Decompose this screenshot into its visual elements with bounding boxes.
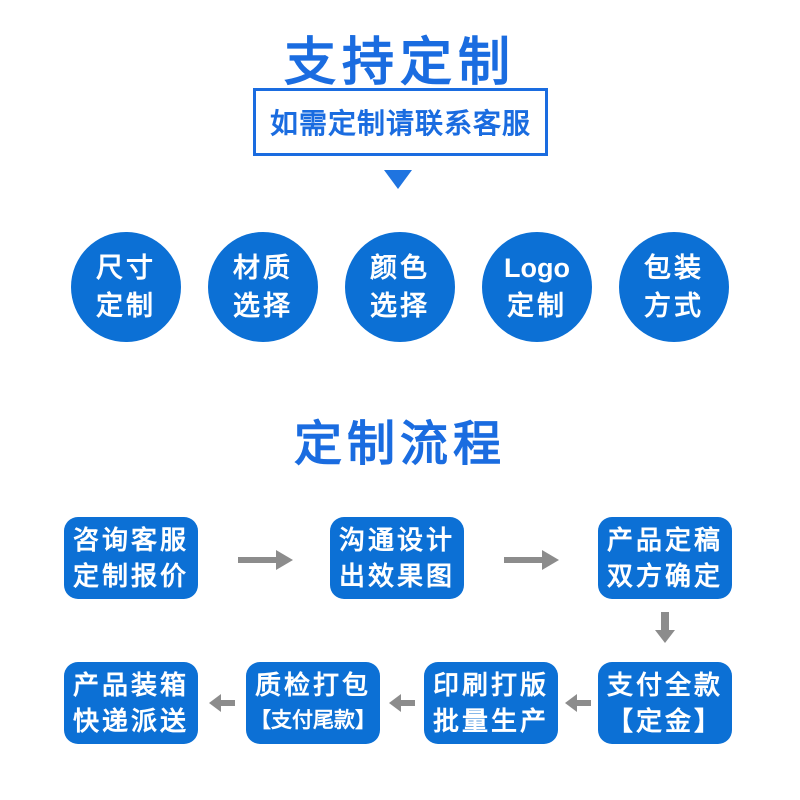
arrow-shaft	[504, 557, 542, 563]
notice-box: 如需定制请联系客服	[253, 88, 548, 156]
step-label: 快递派送	[72, 706, 189, 736]
feature-circle-logo-custom: Logo 定制	[482, 232, 592, 342]
step-consult-quote: 咨询客服 定制报价	[64, 517, 198, 599]
arrow-left-icon	[565, 694, 591, 712]
step-finalize-confirm: 产品定稿 双方确定	[598, 517, 732, 599]
step-label: 产品装箱	[72, 670, 189, 700]
page-title-support-custom: 支持定制	[283, 34, 516, 92]
feature-circle-label: 材质	[233, 253, 293, 283]
arrow-shaft	[661, 612, 669, 630]
feature-circle-packaging: 包装 方式	[619, 232, 729, 342]
step-label: 出效果图	[338, 561, 455, 591]
arrow-head	[565, 694, 577, 712]
step-label: 双方确定	[606, 561, 723, 591]
arrow-head	[655, 630, 675, 643]
feature-circle-label: 包装	[644, 253, 704, 283]
step-design-render: 沟通设计 出效果图	[330, 517, 464, 599]
arrow-left-icon	[389, 694, 415, 712]
feature-circle-label: 方式	[644, 291, 704, 321]
feature-circle-color-choice: 颜色 选择	[345, 232, 455, 342]
arrow-head	[542, 550, 559, 570]
feature-circle-label: 选择	[370, 291, 430, 321]
arrow-head	[389, 694, 401, 712]
feature-circle-label: Logo	[504, 253, 570, 283]
step-label: 【支付尾款】	[250, 709, 376, 732]
step-pack-ship: 产品装箱 快递派送	[64, 662, 198, 744]
notice-text: 如需定制请联系客服	[269, 108, 531, 139]
step-label: 支付全款	[606, 670, 723, 700]
step-label: 产品定稿	[606, 525, 723, 555]
step-label: 质检打包	[254, 670, 371, 700]
arrow-head	[209, 694, 221, 712]
arrow-shaft	[577, 700, 591, 706]
feature-circle-size-custom: 尺寸 定制	[71, 232, 181, 342]
arrow-head	[276, 550, 293, 570]
page-title-process: 定制流程	[293, 418, 506, 471]
step-label: 沟通设计	[338, 525, 455, 555]
arrow-shaft	[401, 700, 415, 706]
feature-circle-label: 颜色	[370, 253, 430, 283]
step-label: 定制报价	[72, 561, 189, 591]
arrow-shaft	[238, 557, 276, 563]
step-label: 【定金】	[606, 706, 723, 736]
step-pay-full-deposit: 支付全款 【定金】	[598, 662, 732, 744]
feature-circle-material-choice: 材质 选择	[208, 232, 318, 342]
feature-circles-row: 尺寸 定制 材质 选择 颜色 选择 Logo 定制 包装 方式	[0, 232, 800, 342]
arrow-down-icon	[655, 612, 675, 643]
feature-circle-label: 定制	[507, 291, 567, 321]
step-label: 印刷打版	[432, 670, 549, 700]
arrow-right-icon	[238, 550, 293, 570]
arrow-right-icon	[504, 550, 559, 570]
feature-circle-label: 选择	[233, 291, 293, 321]
arrow-shaft	[221, 700, 235, 706]
feature-circle-label: 定制	[96, 291, 156, 321]
step-qc-pack-balance: 质检打包 【支付尾款】	[246, 662, 380, 744]
step-print-produce: 印刷打版 批量生产	[424, 662, 558, 744]
arrow-left-icon	[209, 694, 235, 712]
step-label: 咨询客服	[72, 525, 189, 555]
triangle-down-icon	[384, 170, 412, 189]
feature-circle-label: 尺寸	[96, 253, 156, 283]
step-label: 批量生产	[432, 706, 549, 736]
